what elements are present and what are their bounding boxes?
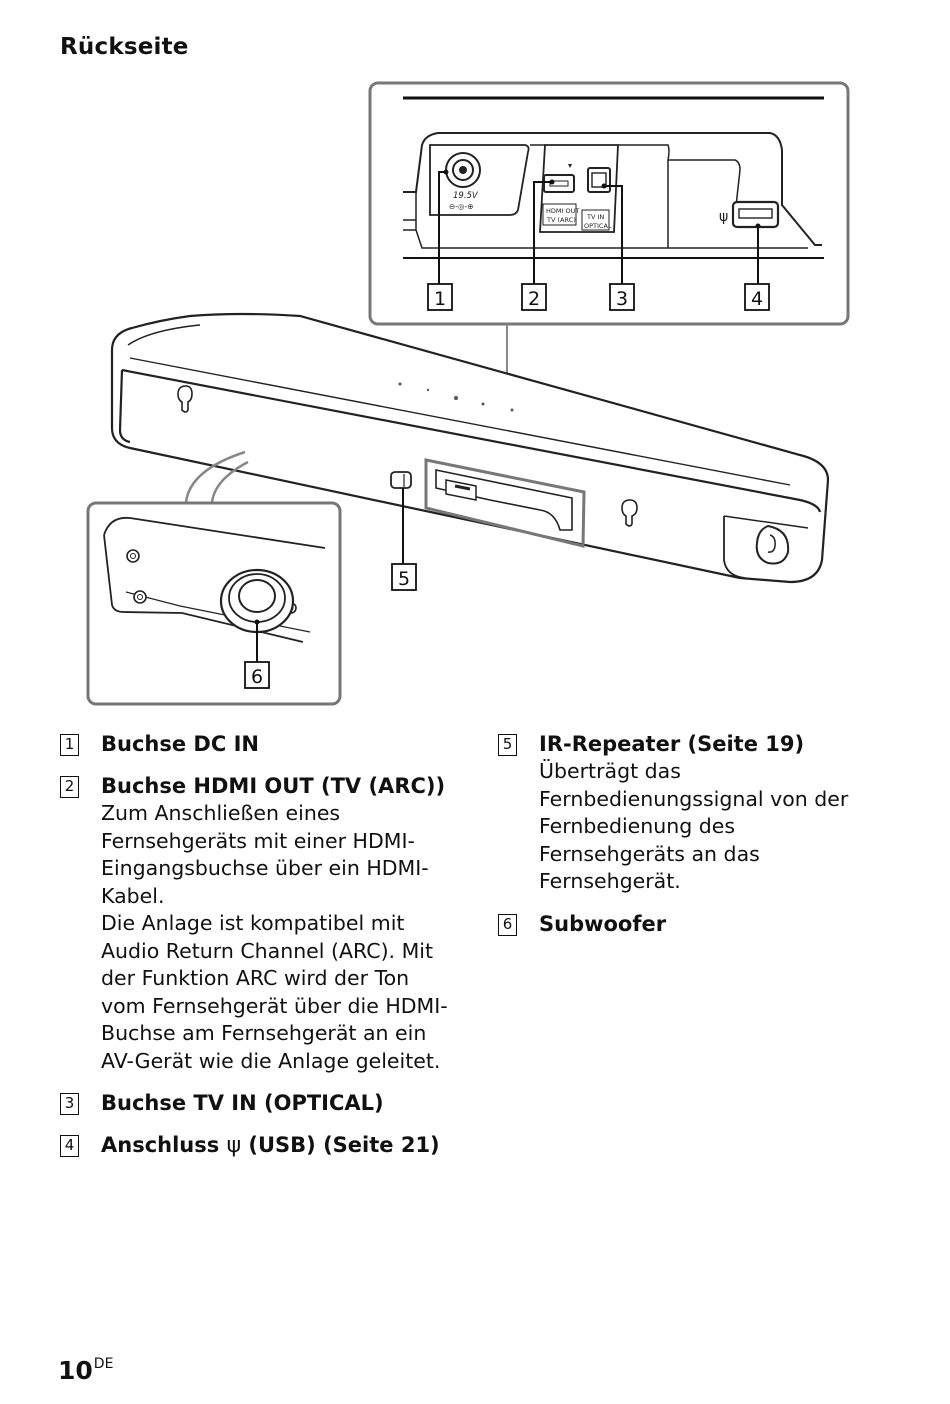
svg-text:2: 2 (528, 288, 540, 310)
page-number-value: 10 (58, 1356, 93, 1385)
hdmi-port-label-2: TV (ARC) (546, 216, 576, 224)
dc-polarity-label: ⊖-◎-⊕ (449, 202, 474, 211)
soundbar-rear-illustration: 19.5V ⊖-◎-⊕ HDMI OUT TV (ARC) TV IN OPTI… (86, 81, 850, 706)
optical-port-label-2: OPTICAL (584, 222, 612, 230)
item-number: 5 (498, 734, 517, 756)
item-description: Zum Anschließen eines Fernsehgeräts mit … (101, 801, 448, 1073)
page-language: DE (93, 1356, 114, 1372)
callout-5: 5 (391, 563, 417, 591)
list-item-optical: 3 Buchse TV IN (OPTICAL) (60, 1089, 480, 1117)
list-item-dc-in: 1 Buchse DC IN (60, 730, 480, 758)
svg-text:4: 4 (751, 288, 763, 310)
optical-port-label-1: TV IN (586, 213, 604, 221)
dc-voltage-label: 19.5V (453, 191, 479, 201)
svg-text:6: 6 (251, 666, 263, 688)
list-item-usb: 4 Anschluss ψ (USB) (Seite 21) (60, 1131, 480, 1160)
callout-3: 3 (609, 283, 635, 311)
item-title: Buchse TV IN (OPTICAL) (101, 1091, 384, 1115)
item-title: Anschluss ψ (USB) (Seite 21) (101, 1131, 480, 1160)
subwoofer-detail-box (86, 501, 342, 706)
usb-symbol-icon: ψ (719, 209, 728, 225)
item-title-suffix: (USB) (Seite 21) (248, 1133, 440, 1157)
item-title: IR-Repeater (Seite 19) (539, 732, 805, 756)
usb-icon: ψ (226, 1133, 242, 1158)
soundbar-body (110, 312, 830, 584)
item-title-prefix: Anschluss (101, 1133, 220, 1157)
callout-2: 2 (521, 283, 547, 311)
svg-text:1: 1 (434, 288, 446, 310)
wall-mount-hole-left (177, 385, 193, 413)
page-heading: Rückseite (60, 34, 189, 60)
hdmi-port-label-1: HDMI OUT (546, 207, 579, 215)
list-item-ir-repeater: 5 IR-Repeater (Seite 19) Überträgt das F… (498, 730, 918, 896)
callout-4: 4 (744, 283, 770, 311)
callout-6: 6 (244, 661, 270, 689)
item-title: Buchse HDMI OUT (TV (ARC)) (101, 774, 446, 798)
description-column-right: 5 IR-Repeater (Seite 19) Überträgt das F… (498, 730, 918, 952)
list-item-subwoofer: 6 Subwoofer (498, 910, 918, 938)
item-title: Subwoofer (539, 911, 667, 936)
item-number: 3 (60, 1093, 79, 1115)
ir-repeater (390, 471, 412, 489)
svg-text:3: 3 (616, 288, 628, 310)
item-title: Buchse DC IN (101, 732, 259, 756)
wall-mount-hole-right (621, 499, 638, 527)
item-number: 4 (60, 1135, 79, 1157)
callout-1: 1 (427, 283, 453, 311)
svg-text:5: 5 (398, 568, 410, 590)
item-description: Überträgt das Fernbedienungssignal von d… (539, 759, 849, 893)
item-number: 2 (60, 776, 79, 798)
item-number: 1 (60, 734, 79, 756)
subwoofer-driver (219, 568, 295, 634)
list-item-hdmi-out: 2 Buchse HDMI OUT (TV (ARC)) Zum Anschli… (60, 772, 480, 1075)
description-column-left: 1 Buchse DC IN 2 Buchse HDMI OUT (TV (AR… (60, 730, 480, 1174)
page-number: 10DE (58, 1356, 113, 1385)
item-number: 6 (498, 913, 517, 936)
connector-recess (424, 458, 586, 548)
